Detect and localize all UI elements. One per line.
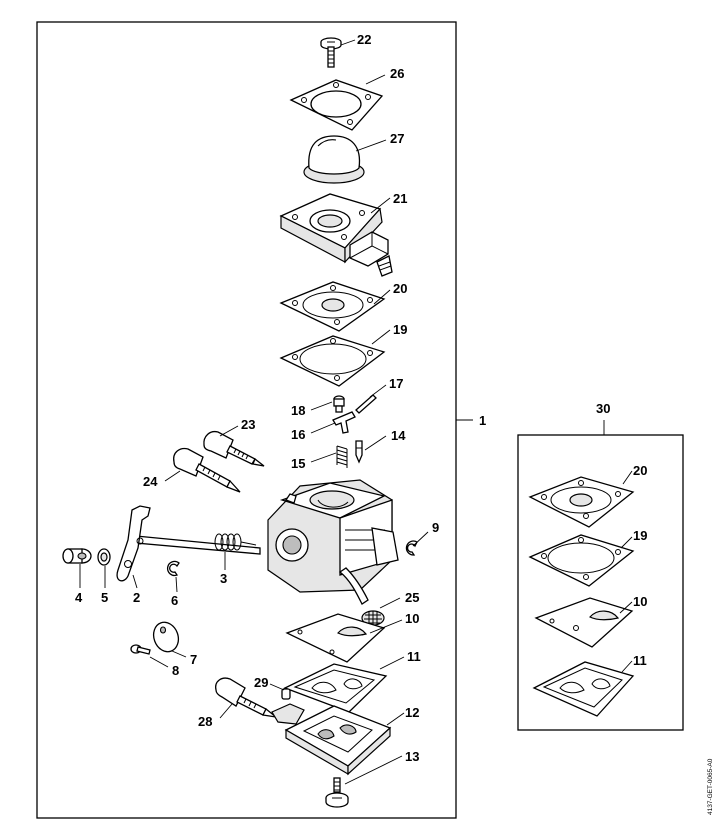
leader-lines: [79, 39, 633, 785]
callout-kit: 30: [596, 401, 610, 416]
throttle-shaft-circlip: [405, 540, 418, 556]
callout-19: 19: [393, 322, 407, 337]
callout-assembly: 1: [479, 413, 486, 428]
throttle-shaft-spring: [214, 533, 257, 551]
diaphragm-gasket: [279, 335, 386, 387]
pump-housing: [271, 703, 392, 776]
inlet-needle: [355, 440, 363, 464]
callout-22: 22: [357, 32, 371, 47]
throttle-shaft: [116, 505, 261, 582]
callout-24: 24: [143, 474, 158, 489]
callout-13: 13: [405, 749, 419, 764]
carburetor-body: [267, 479, 399, 605]
pump-gasket: [283, 663, 388, 713]
throttle-shutter: [152, 621, 180, 653]
callout-20: 20: [393, 281, 407, 296]
callout-17: 17: [389, 376, 403, 391]
shaft-washer: [97, 548, 111, 566]
callout-5: 5: [101, 590, 108, 605]
kit-metering-diaphragm: [528, 476, 635, 528]
callout-14: 14: [391, 428, 406, 443]
inlet-control-lever: [332, 411, 356, 434]
callout-28: 28: [198, 714, 212, 729]
document-id: 4137-GET-0065-A0: [707, 758, 714, 815]
callout-10: 10: [405, 611, 419, 626]
kit-callout-19: 19: [633, 528, 647, 543]
main-callouts: 1 22 26 27 21 20 19 17 18 16 14 15 23 24…: [75, 32, 486, 764]
carburetor-cover: [279, 193, 393, 277]
lever-screw: [333, 395, 345, 413]
high-speed-adjusting-screw: [203, 430, 265, 467]
throttle-shaft-sleeve: [62, 548, 92, 564]
kit-callouts: 30 20 19 10 11: [596, 401, 647, 668]
kit-callout-10: 10: [633, 594, 647, 609]
callout-16: 16: [291, 427, 305, 442]
callout-25: 25: [405, 590, 419, 605]
callout-11: 11: [407, 649, 421, 664]
kit-diaphragm-gasket: [528, 534, 635, 587]
inlet-lever-spring: [336, 445, 348, 468]
low-speed-adjusting-screw: [173, 447, 241, 493]
callout-21: 21: [393, 191, 407, 206]
pump-cover-plate: [289, 79, 384, 131]
callout-12: 12: [405, 705, 419, 720]
metering-diaphragm: [279, 281, 386, 332]
primer-bulb: [303, 135, 365, 184]
callout-4: 4: [75, 590, 83, 605]
callout-7: 7: [190, 652, 197, 667]
callout-27: 27: [390, 131, 404, 146]
top-cover-screw: [320, 37, 342, 68]
callout-23: 23: [241, 417, 255, 432]
callout-6: 6: [171, 593, 178, 608]
kit-pump-gasket: [532, 661, 635, 717]
shutter-screw: [130, 644, 151, 655]
callout-15: 15: [291, 456, 305, 471]
callout-3: 3: [220, 571, 227, 586]
kit-callout-20: 20: [633, 463, 647, 478]
check-valve: [281, 688, 291, 700]
shaft-e-clip: [166, 560, 180, 577]
housing-screw: [325, 777, 349, 808]
kit-pump-diaphragm: [534, 597, 634, 648]
callout-29: 29: [254, 675, 268, 690]
callout-26: 26: [390, 66, 404, 81]
callout-2: 2: [133, 590, 140, 605]
lever-pin: [355, 394, 377, 414]
kit-callout-11: 11: [633, 653, 647, 668]
pump-diaphragm: [285, 613, 386, 663]
callout-9: 9: [432, 520, 439, 535]
idle-adjusting-screw: [215, 677, 279, 719]
callout-18: 18: [291, 403, 305, 418]
gasket-set-frame: [517, 434, 684, 731]
callout-8: 8: [172, 663, 179, 678]
